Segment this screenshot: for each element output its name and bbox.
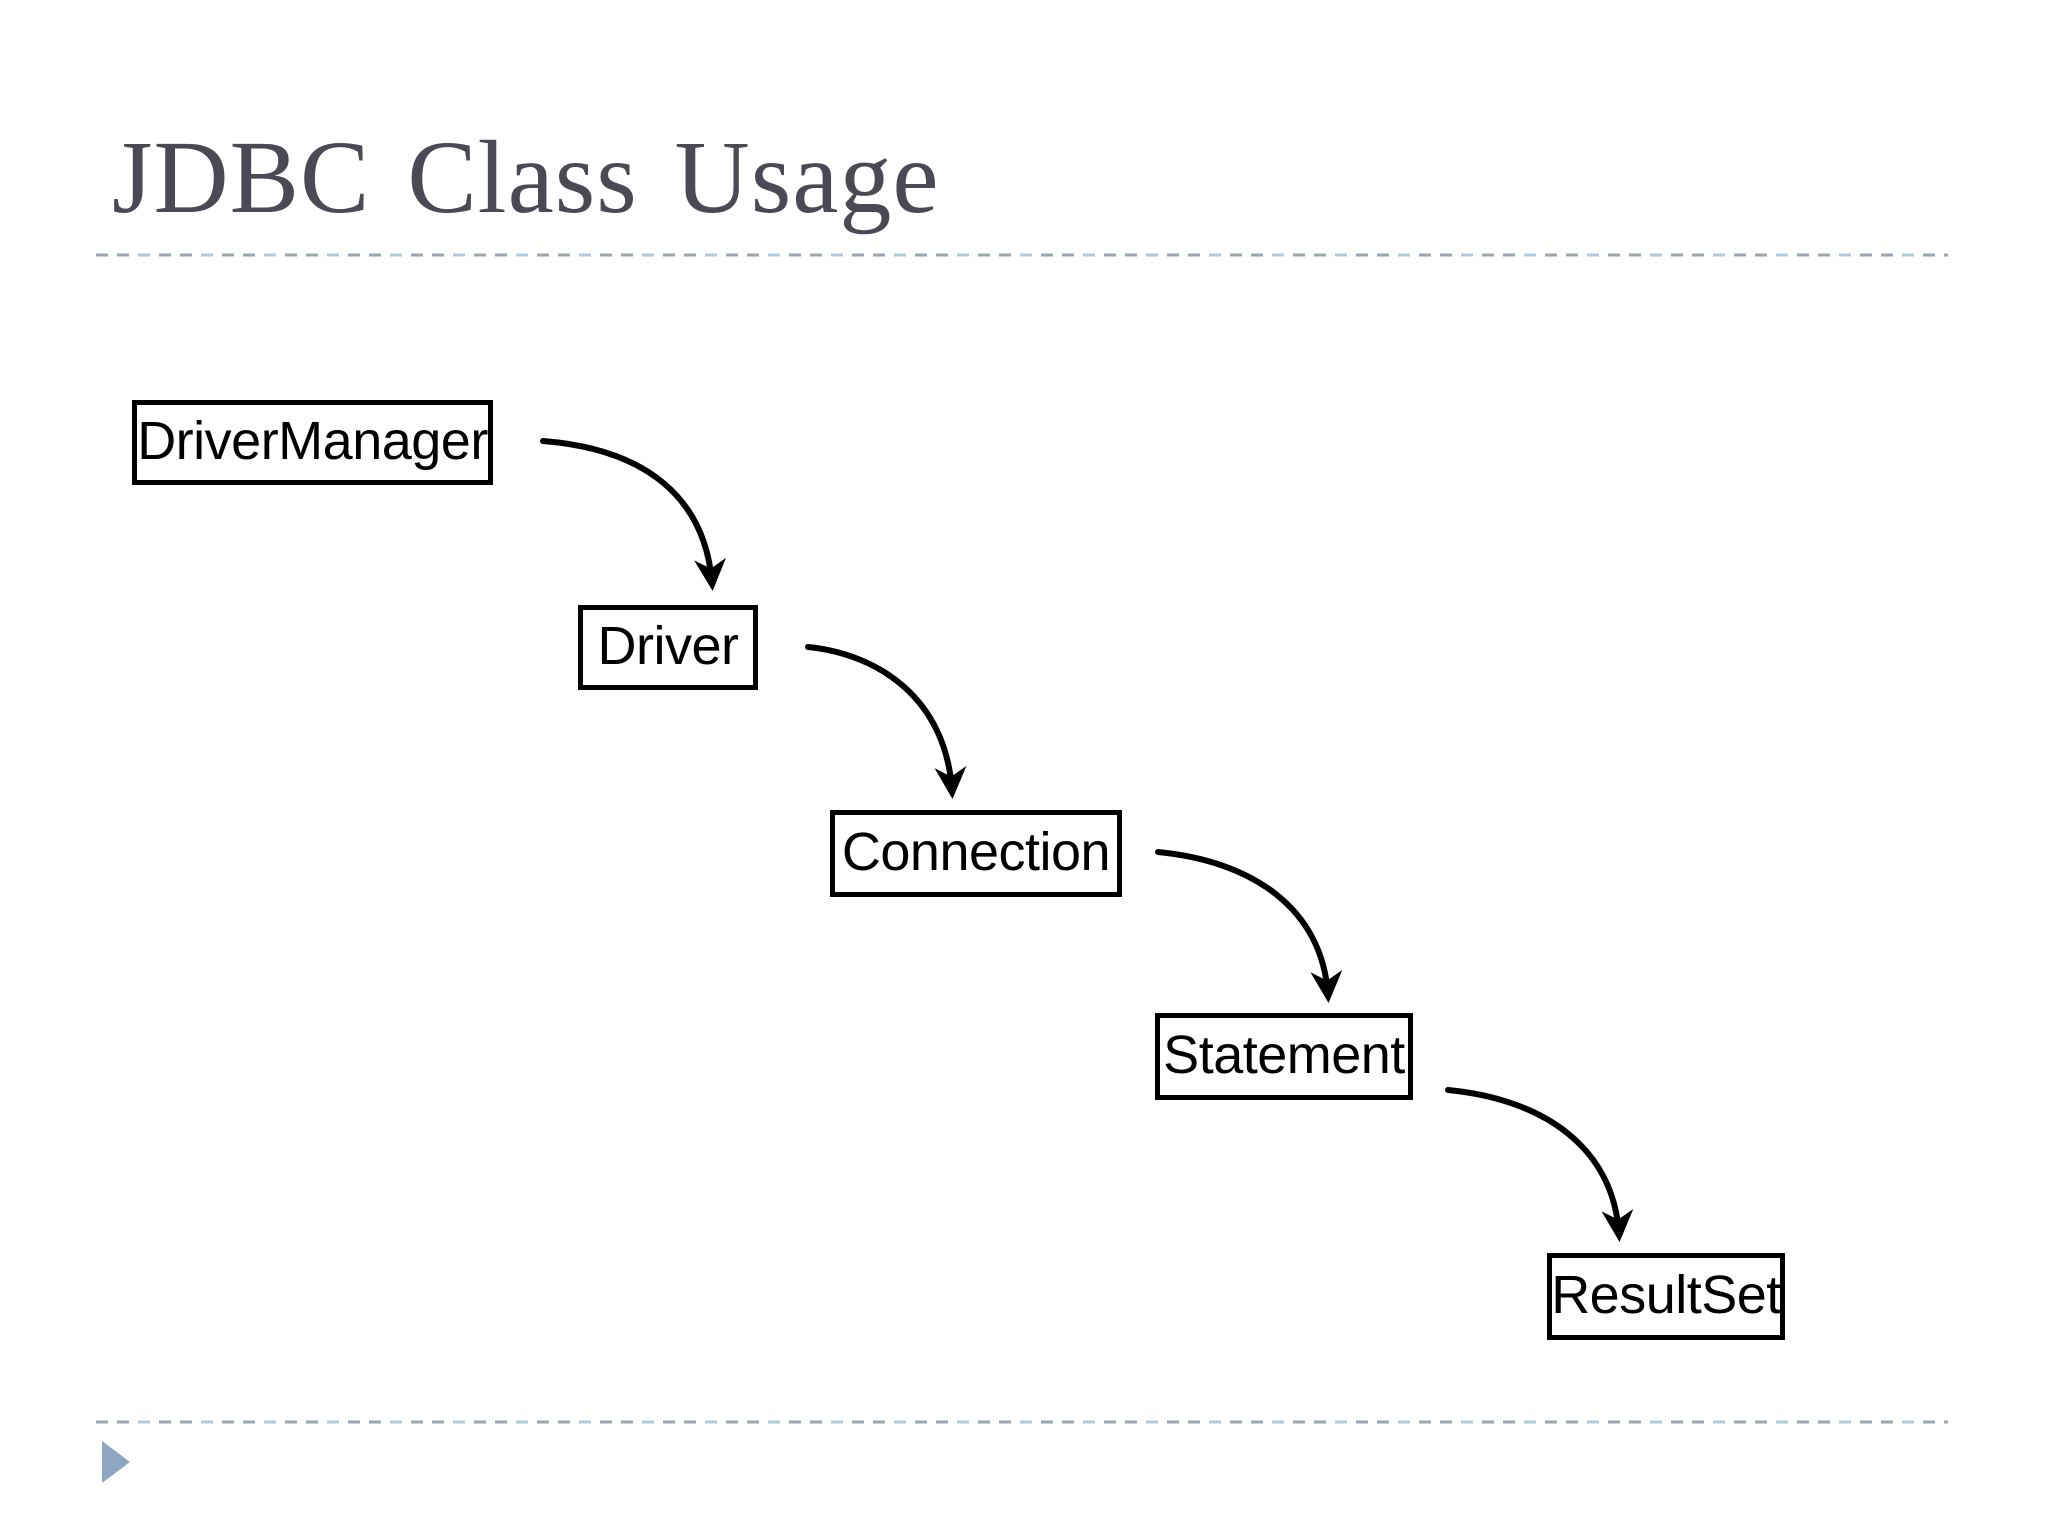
- node-statement: Statement: [1155, 1013, 1413, 1100]
- play-triangle-icon: [102, 1441, 130, 1483]
- node-label: Driver: [597, 615, 740, 676]
- node-label: Connection: [841, 821, 1111, 882]
- node-driver: Driver: [578, 605, 758, 690]
- node-label: Statement: [1163, 1024, 1405, 1085]
- node-result-set: ResultSet: [1547, 1253, 1785, 1340]
- arrow-driver-to-connection: [805, 644, 967, 799]
- node-label: ResultSet: [1551, 1264, 1781, 1325]
- arrow-drivermanager-to-driver: [540, 438, 726, 591]
- page-title: JDBC Class Usage: [112, 120, 940, 235]
- node-label: DriverManager: [137, 410, 488, 471]
- arrow-connection-to-statement: [1155, 849, 1343, 1003]
- arrow-statement-to-resultset: [1445, 1087, 1634, 1242]
- node-connection: Connection: [830, 810, 1122, 897]
- node-driver-manager: DriverManager: [132, 400, 493, 485]
